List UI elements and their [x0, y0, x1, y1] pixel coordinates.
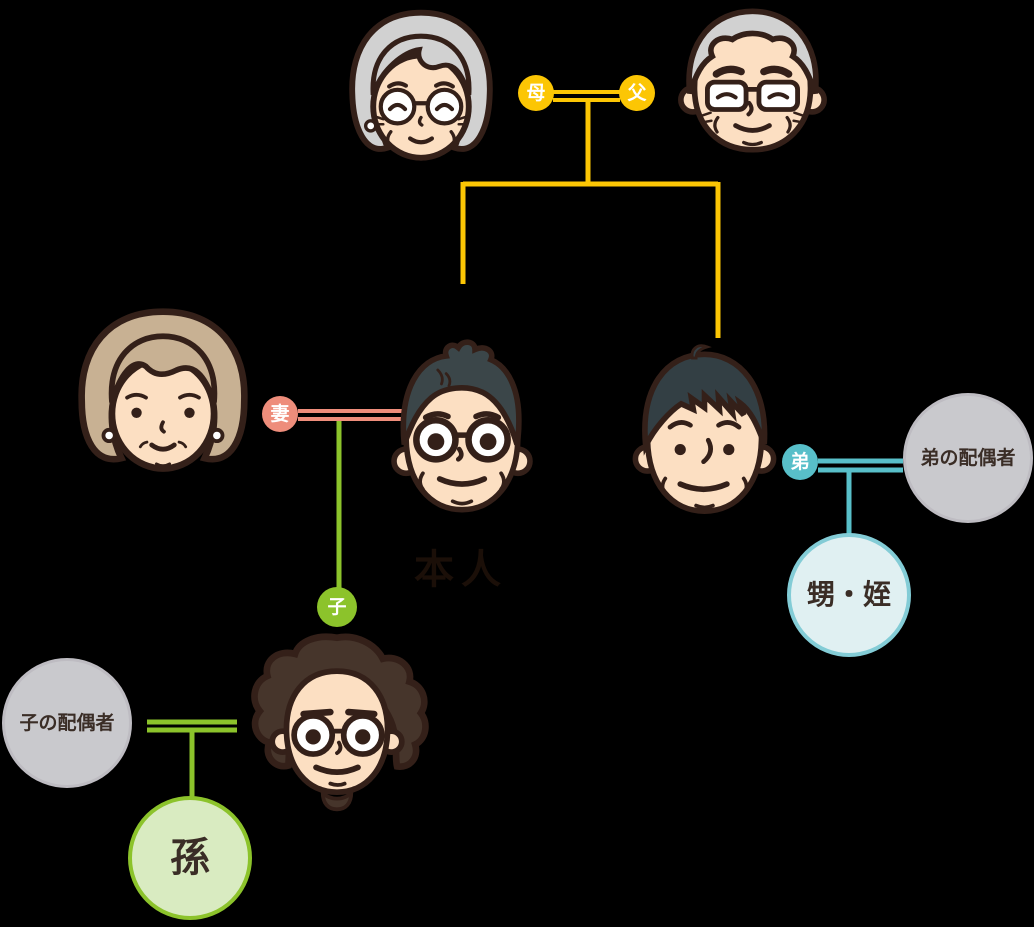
mother-badge: 母	[518, 75, 554, 111]
brother-spouse-node: 弟の配偶者	[903, 393, 1033, 523]
wife-earring	[101, 427, 117, 444]
nephew-niece-label: 甥・姪	[806, 579, 891, 610]
wife-fringe	[108, 333, 218, 404]
grandmother-illustration	[349, 9, 493, 161]
self-illustration	[391, 339, 533, 513]
child-goatee	[320, 785, 354, 812]
child-spouse-bond-connector	[147, 719, 237, 798]
child-illustration	[251, 633, 429, 812]
father-badge: 父	[619, 75, 655, 111]
brother-illustration	[632, 344, 777, 514]
child-badge-label: 子	[327, 596, 347, 618]
wife-illustration	[78, 308, 248, 472]
nephew-niece-node: 甥・姪	[787, 533, 911, 657]
grandmother-fringe	[370, 33, 472, 96]
grandfather-hair	[686, 8, 819, 95]
grandmother-earring	[363, 119, 378, 133]
self-hair	[400, 339, 522, 446]
parents-bond-connector	[460, 90, 721, 338]
father-badge-label: 父	[627, 82, 647, 104]
brother-spouse-label: 弟の配偶者	[920, 447, 1016, 469]
mother-badge-label: 母	[526, 82, 546, 104]
brother-badge: 弟	[782, 444, 818, 480]
brother-cowlick	[690, 344, 712, 360]
child-badge: 子	[317, 587, 357, 627]
wife-earring	[209, 427, 225, 444]
grandchild-node: 孫	[128, 796, 252, 920]
child-spouse-node: 子の配偶者	[2, 658, 132, 788]
self-label: 本人	[414, 548, 508, 592]
wife-badge-label: 妻	[270, 403, 290, 425]
brother-hair	[642, 351, 768, 456]
brother-badge-label: 弟	[790, 451, 810, 473]
grandfather-illustration	[678, 8, 827, 153]
brother-spouse-bond-connector	[818, 458, 903, 535]
grandchild-label: 孫	[170, 836, 210, 880]
child-spouse-label: 子の配偶者	[19, 712, 115, 734]
wife-badge: 妻	[262, 396, 298, 432]
